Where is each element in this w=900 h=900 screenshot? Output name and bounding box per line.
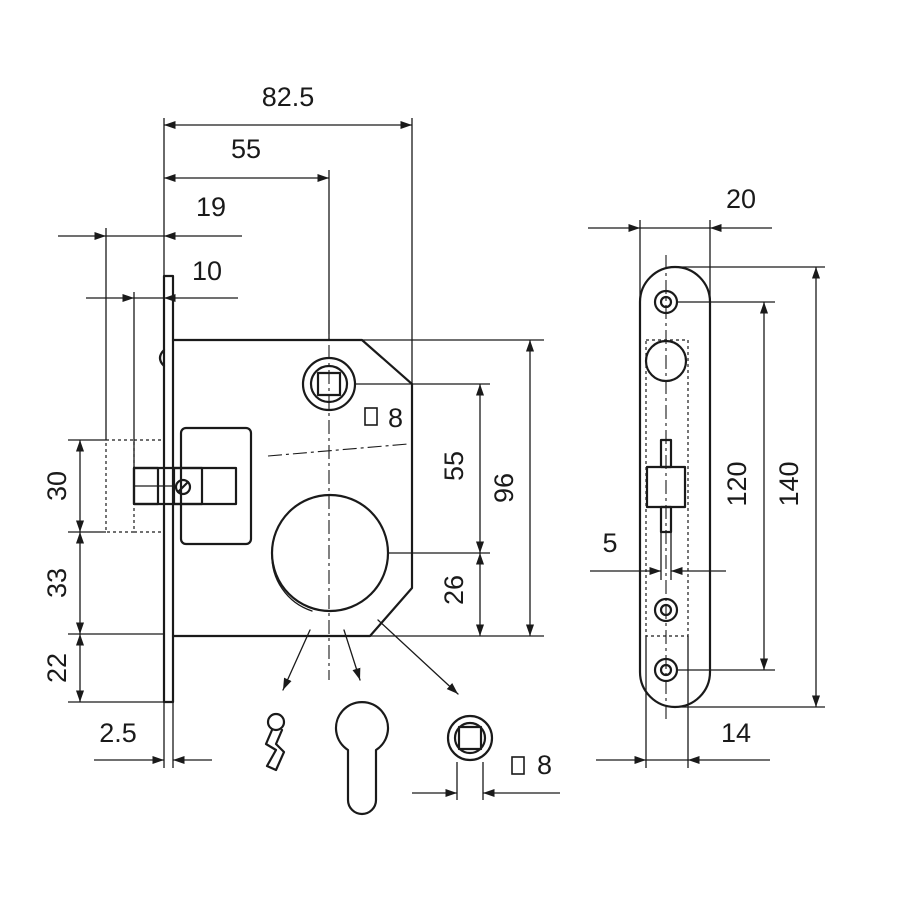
warded-keyhole-icon bbox=[264, 712, 286, 772]
dim-latch-height: 30 bbox=[42, 471, 72, 501]
faceplate bbox=[162, 274, 175, 704]
lock-case bbox=[171, 338, 414, 638]
front-faceplate bbox=[638, 265, 712, 709]
dim-case-width-front: 14 bbox=[721, 718, 751, 748]
dim-case-height: 96 bbox=[489, 473, 519, 503]
escutcheon-square-label: 8 bbox=[537, 750, 552, 780]
latch-housing bbox=[179, 426, 253, 546]
dim-faceplate-thickness: 2.5 bbox=[99, 718, 137, 748]
dim-latch-projection: 19 bbox=[196, 192, 226, 222]
dim-backset: 55 bbox=[231, 134, 261, 164]
dim-latch-slot-width: 5 bbox=[602, 528, 617, 558]
dim-spindle-to-key: 55 bbox=[439, 451, 469, 481]
dim-key-to-bottom: 22 bbox=[42, 653, 72, 683]
dim-key-to-case-bottom: 26 bbox=[439, 575, 469, 605]
dim-screw-pitch: 120 bbox=[722, 461, 752, 506]
dim-faceplate-length: 140 bbox=[774, 461, 804, 506]
dim-latch-to-key: 33 bbox=[42, 568, 72, 598]
side-view: 8 8 bbox=[42, 82, 560, 816]
dim-faceplate-width: 20 bbox=[726, 184, 756, 214]
key-hole bbox=[270, 493, 390, 613]
dim-faceplate-offset: 10 bbox=[192, 256, 222, 286]
dim-backset-total: 82.5 bbox=[262, 82, 315, 112]
square-spindle-icon bbox=[446, 714, 494, 762]
euro-cylinder-icon bbox=[334, 700, 390, 816]
front-view: 20 14 5 120 140 bbox=[588, 184, 825, 768]
spindle-square-label: 8 bbox=[388, 403, 403, 433]
